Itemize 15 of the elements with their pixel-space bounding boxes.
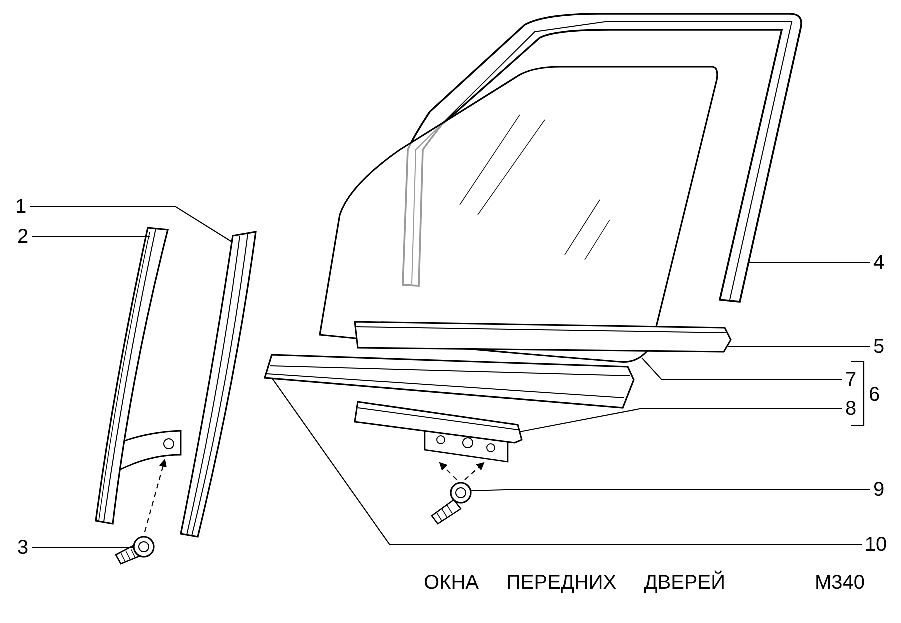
group-callout-number: 6 bbox=[869, 385, 880, 405]
leader-line bbox=[747, 262, 870, 264]
leader-line bbox=[470, 489, 870, 492]
leader-line bbox=[642, 358, 842, 381]
leader-line bbox=[272, 378, 862, 546]
leader-line bbox=[32, 236, 151, 238]
assembly-arrow bbox=[144, 459, 167, 532]
leader-line bbox=[728, 346, 870, 348]
assembly-arrow bbox=[464, 462, 485, 480]
leader-line bbox=[30, 206, 232, 242]
sheet-code: M340 bbox=[815, 573, 866, 593]
leader-line bbox=[520, 408, 842, 433]
assembly-arrow bbox=[439, 462, 458, 480]
title: ОКНА ПЕРЕДНИХ ДВЕРЕЙ bbox=[424, 573, 726, 593]
leader-line bbox=[32, 547, 135, 549]
